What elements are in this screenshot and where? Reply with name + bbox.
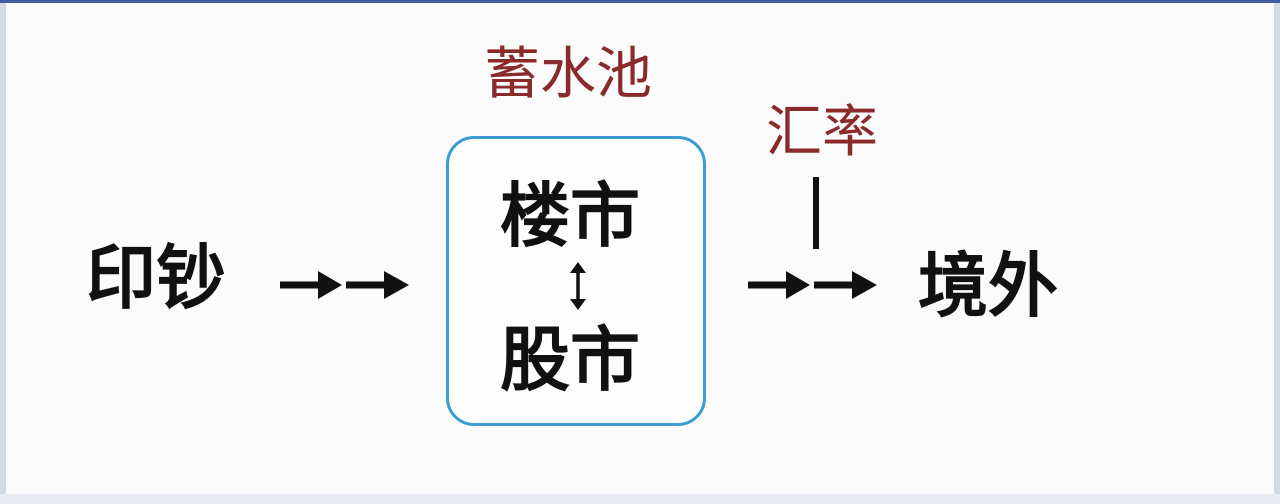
slide-bottom-edge: [0, 494, 1280, 504]
exchange-rate-label: 汇率: [766, 100, 878, 165]
double-arrow-in-icon: [280, 271, 409, 299]
pool-box: [446, 136, 706, 426]
source-node-label: 印钞: [86, 237, 226, 319]
exchange-rate-connector: [813, 177, 819, 249]
bidirectional-arrow-icon: [570, 262, 586, 310]
double-arrow-out-icon: [748, 271, 877, 299]
pool-bottom-item: 股市: [500, 319, 640, 401]
pool-title: 蓄水池: [484, 42, 652, 107]
slide-left-edge: [0, 3, 6, 504]
pool-top-item: 楼市: [500, 175, 640, 257]
destination-node-label: 境外: [918, 245, 1058, 327]
slide-right-edge: [1274, 3, 1280, 504]
